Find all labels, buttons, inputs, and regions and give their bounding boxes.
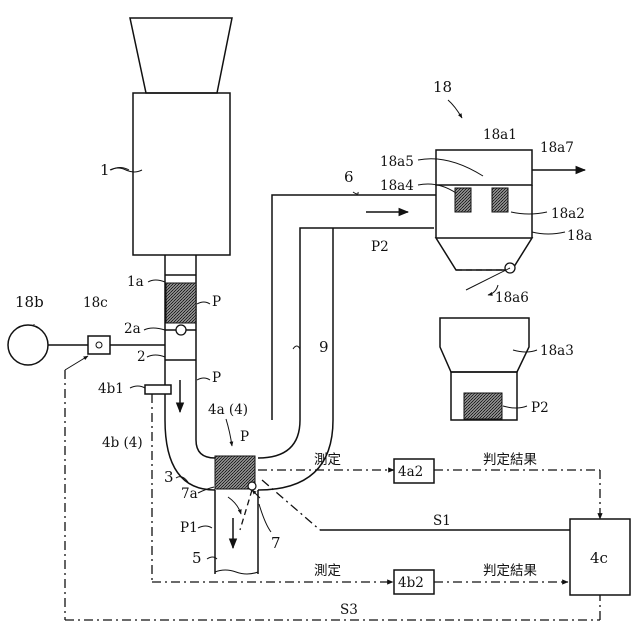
label-p-mid: P [212,370,221,386]
label-1: 1 [100,161,110,179]
device-18b [8,325,48,365]
hopper [130,18,232,93]
label-18b: 18b [15,293,44,311]
label-1a: 1a [127,274,144,290]
label-measure-top: 測定 [314,452,341,468]
sensor-4b1 [145,385,171,394]
label-4a2: 4a2 [398,464,423,480]
unit-1-body [133,93,230,255]
label-2a: 2a [124,321,141,337]
label-18a: 18a [567,228,592,244]
material-block-p-top [166,283,196,323]
label-18a5: 18a5 [380,154,414,170]
label-18c: 18c [83,295,108,311]
label-p1: P1 [180,520,198,536]
label-p-bottom: P [240,429,249,445]
label-18: 18 [433,78,452,96]
label-18a1: 18a1 [483,127,517,143]
label-9: 9 [319,338,329,356]
label-2: 2 [137,349,146,365]
label-7: 7 [271,534,281,552]
label-5: 5 [192,549,202,567]
label-p2-box: P2 [531,400,549,416]
label-result-top: 判定結果 [483,452,537,468]
label-6: 6 [344,168,354,186]
label-measure-bottom: 測定 [314,563,341,579]
label-result-bottom: 判定結果 [483,563,537,579]
label-4b4: 4b (4) [102,435,143,451]
filter-18a4-left [455,188,471,212]
label-4b1: 4b1 [98,381,124,397]
label-18a7: 18a7 [540,140,574,156]
label-4c: 4c [590,549,608,567]
label-4a4: 4a (4) [208,402,248,418]
label-p-top: P [212,294,221,310]
label-18a4: 18a4 [380,178,414,194]
label-s1: S1 [433,513,451,529]
label-p2-flow: P2 [371,239,389,255]
collected-p2 [464,393,502,419]
unit-18a1 [436,150,532,185]
label-4b2: 4b2 [398,575,424,591]
valve-2a [176,325,186,335]
label-18a2: 18a2 [551,206,585,222]
label-s3: S3 [340,602,358,618]
filter-18a4-right [492,188,508,212]
gate-7a [248,482,256,490]
label-18a6: 18a6 [495,290,529,306]
label-18a3: 18a3 [540,343,574,359]
label-3: 3 [164,468,174,486]
label-7a: 7a [181,486,198,502]
